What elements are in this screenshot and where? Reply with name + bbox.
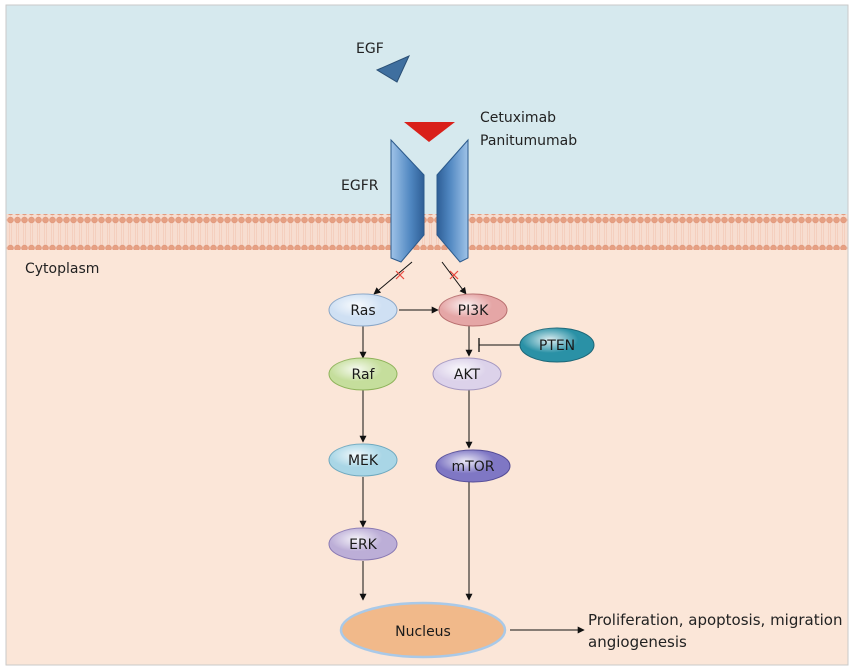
node-ras-label: Ras bbox=[350, 303, 375, 319]
node-mek: MEK bbox=[328, 443, 398, 477]
node-pten-label: PTEN bbox=[539, 338, 575, 354]
node-ras: Ras bbox=[328, 293, 398, 327]
egf-label: EGF bbox=[356, 41, 384, 57]
egfr-label: EGFR bbox=[341, 178, 379, 194]
drug-label-panitumumab: Panitumumab bbox=[480, 133, 577, 149]
node-raf-label: Raf bbox=[352, 367, 376, 383]
cytoplasm-label: Cytoplasm bbox=[25, 261, 99, 277]
node-nucleus: Nucleus bbox=[339, 601, 507, 659]
node-mtor: mTOR bbox=[435, 449, 511, 483]
egfr-receptor-right bbox=[436, 138, 469, 263]
node-erk: ERK bbox=[328, 527, 398, 561]
inhibition-cross-left bbox=[395, 270, 405, 280]
node-akt: AKT bbox=[432, 357, 502, 391]
egf-ligand bbox=[375, 55, 411, 83]
drug-label-cetuximab: Cetuximab bbox=[480, 110, 556, 126]
frame bbox=[5, 4, 849, 666]
node-mek-label: MEK bbox=[348, 453, 379, 469]
node-raf: Raf bbox=[328, 357, 398, 391]
node-pi3k: PI3K bbox=[438, 293, 508, 327]
arrow-egfr-to-ras bbox=[373, 261, 413, 295]
node-pi3k-label: PI3K bbox=[458, 303, 489, 319]
cell-membrane bbox=[6, 214, 848, 250]
node-erk-label: ERK bbox=[349, 537, 378, 553]
egfr-receptor-left bbox=[390, 138, 425, 263]
node-mtor-label: mTOR bbox=[452, 459, 495, 475]
inhibition-cross-right bbox=[449, 270, 459, 280]
outcome-label-line2: angiogenesis bbox=[588, 633, 687, 651]
cytoplasm-region bbox=[6, 245, 848, 665]
antibody-icon bbox=[404, 122, 455, 142]
node-pten: PTEN bbox=[519, 327, 595, 363]
arrow-egfr-to-pi3k bbox=[441, 261, 467, 295]
node-akt-label: AKT bbox=[454, 367, 481, 383]
node-nucleus-label: Nucleus bbox=[395, 624, 451, 640]
outcome-label-line1: Proliferation, apoptosis, migration bbox=[588, 611, 842, 629]
extracellular-region bbox=[6, 5, 848, 217]
